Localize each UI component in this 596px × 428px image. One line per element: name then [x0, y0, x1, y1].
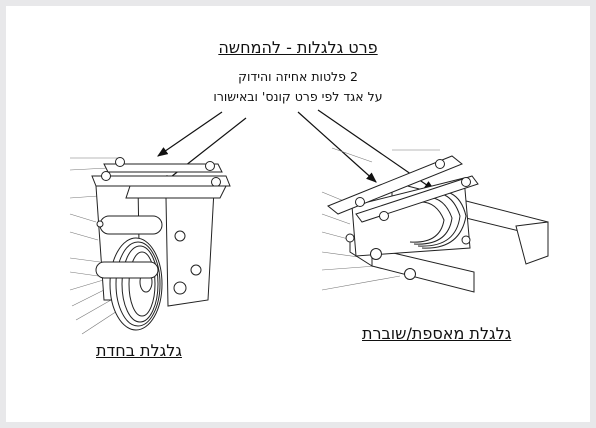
arrow-right-upper [297, 111, 377, 183]
right-pulley-drawing [321, 147, 549, 293]
left-frame-right [165, 189, 215, 307]
left-bolt-3 [173, 281, 187, 295]
right-lower-plate [355, 175, 479, 223]
note-line-1: 2 פלטות אחיזה והידוק [238, 69, 358, 84]
left-pulley-drawing [69, 157, 231, 335]
drawing-title: פרט גלגלות - להמחשה [218, 38, 378, 57]
left-upper-roller [99, 215, 163, 235]
arrow-left-lower [161, 117, 247, 185]
left-bolt-2 [190, 264, 202, 276]
left-lower-roller [95, 261, 159, 279]
left-lower-plate [91, 175, 231, 187]
note-line-2: על אגד לפי פרט קונס' ובאישורו [213, 89, 383, 104]
right-housing [351, 177, 471, 257]
right-bolt-2 [404, 268, 416, 280]
left-top-plate [103, 163, 223, 173]
arrow-left-upper [157, 111, 223, 157]
right-channel [371, 247, 475, 293]
right-bolt-1 [370, 248, 382, 260]
right-angle-side [515, 221, 549, 265]
caption-guiding-pulley: גלגלת בחדת [96, 341, 182, 360]
left-bolt-1 [174, 230, 186, 242]
caption-collecting-pulley: גלגלת מאספת/שוברת [362, 324, 512, 343]
